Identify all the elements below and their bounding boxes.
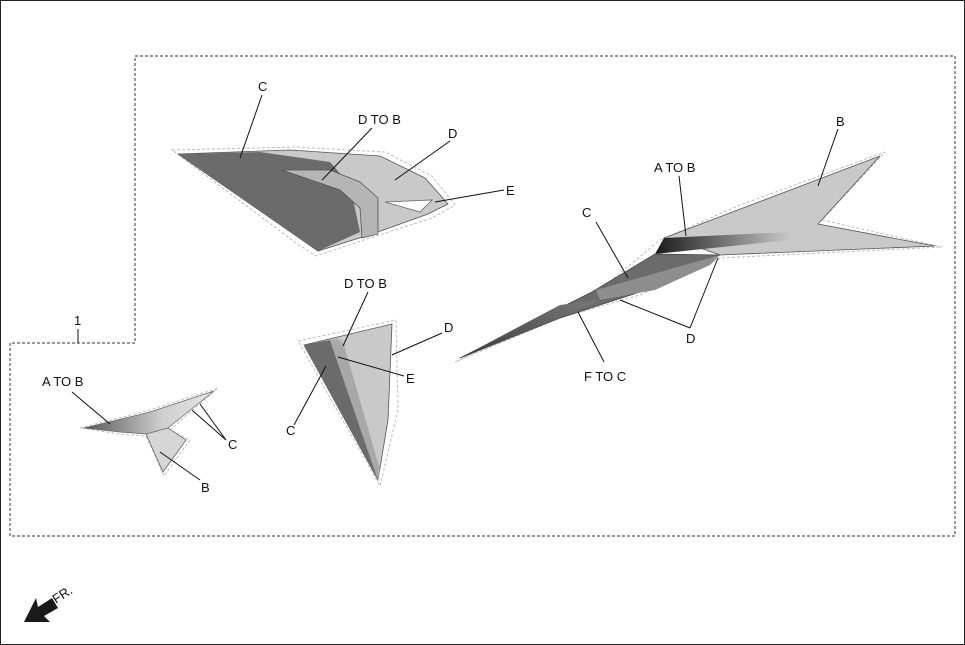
label-lower-left-b: B (201, 480, 210, 495)
label-middle-d: D (444, 320, 453, 335)
label-right-d: D (686, 331, 695, 346)
label-right-a-to-b: A TO B (654, 160, 695, 175)
assembly-label: 1 (74, 313, 81, 328)
label-middle-d-to-b: D TO B (344, 276, 387, 291)
decal-upper-left[interactable]: C D TO B D E (170, 79, 515, 257)
label-upper-left-d-to-b: D TO B (358, 112, 401, 127)
label-middle-c: C (286, 423, 295, 438)
label-middle-e: E (406, 371, 415, 386)
label-upper-left-c: C (258, 79, 267, 94)
label-right-f-to-c: F TO C (584, 369, 626, 384)
assembly-boundary (9, 55, 956, 537)
label-upper-left-e: E (506, 183, 515, 198)
label-right-c: C (582, 205, 591, 220)
label-upper-left-d: D (448, 126, 457, 141)
front-direction-indicator: FR. (24, 583, 75, 622)
front-arrow-icon (24, 598, 58, 622)
decal-lower-left[interactable]: A TO B C B (42, 374, 237, 495)
decal-middle[interactable]: D TO B D E C (286, 276, 453, 488)
label-lower-left-c: C (228, 437, 237, 452)
label-lower-left-a-to-b: A TO B (42, 374, 83, 389)
decal-right[interactable]: B A TO B C D F TO C (454, 114, 943, 384)
label-right-b: B (836, 114, 845, 129)
